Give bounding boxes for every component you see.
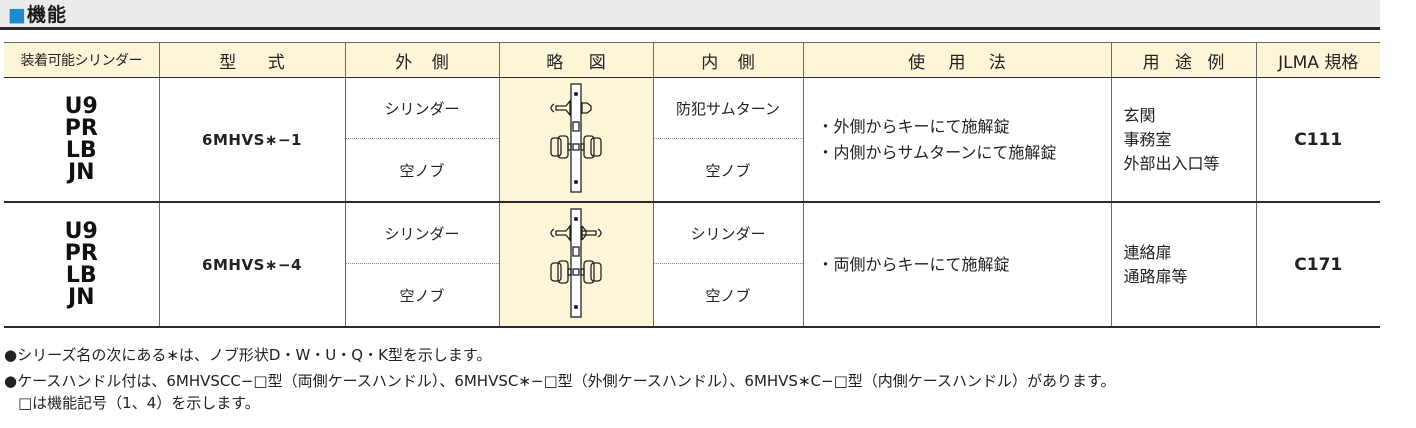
section-title: ■機能 — [8, 4, 67, 26]
outside-bottom-cell: 空ノブ — [345, 263, 500, 328]
header-model: 型 式 — [158, 42, 346, 78]
note-line: ●ケースハンドル付は、6MHVSCC−□型（両側ケースハンドル）、6MHVSC∗… — [4, 372, 1116, 390]
diagram-cell — [498, 202, 654, 328]
header-jlma: JLMA 規格 — [1255, 42, 1380, 78]
outside-top-cell: シリンダー — [344, 202, 500, 264]
diagram-cell — [498, 77, 654, 203]
header-outside: 外 側 — [344, 42, 500, 78]
series-code: U9 — [64, 218, 98, 244]
lock-diagram-icon — [550, 207, 602, 318]
series-code: PR — [64, 240, 98, 266]
usage-line: ・両側からキーにて施解錠 — [817, 254, 1010, 274]
header-usage: 使 用 法 — [802, 42, 1112, 78]
inside-bottom-cell: 空ノブ — [652, 263, 803, 328]
series-code: JN — [67, 284, 95, 310]
usage-cell: ・外側からキーにて施解錠 ・内側からサムターンにて施解錠 — [802, 77, 1112, 203]
note-item: ●ケースハンドル付は、6MHVSCC−□型（両側ケースハンドル）、6MHVSC∗… — [4, 370, 1404, 414]
purpose-cell: 玄関 事務室 外部出入口等 — [1110, 77, 1257, 203]
table-row: U9 PR LB JN 6MHVS∗−4 シリンダー — [4, 202, 1380, 328]
purpose-line: 通路扉等 — [1123, 266, 1188, 286]
notes: ●シリーズ名の次にある∗は、ノブ形状D・W・U・Q・K型を示します。 ●ケースハ… — [4, 344, 1404, 418]
table-row: U9 PR LB JN 6MHVS∗−1 シリンダー — [4, 77, 1380, 203]
series-code: LB — [65, 262, 97, 288]
usage-line: ・外側からキーにて施解錠 — [817, 116, 1010, 136]
outside-bottom-cell: 空ノブ — [345, 138, 500, 203]
header-inside: 内 側 — [652, 42, 804, 78]
outside-top-cell: シリンダー — [344, 77, 500, 139]
table-row: 空ノブ 空ノブ — [4, 263, 1380, 328]
inside-top-cell: シリンダー — [652, 202, 804, 264]
series-code: U9 — [64, 93, 98, 119]
header-diagram: 略 図 — [498, 42, 654, 78]
purpose-line: 事務室 — [1123, 129, 1172, 149]
note-item: ●シリーズ名の次にある∗は、ノブ形状D・W・U・Q・K型を示します。 — [4, 346, 492, 364]
table-row: 空ノブ 空ノブ — [4, 138, 1380, 203]
jlma-cell: C111 — [1255, 77, 1380, 203]
section-title-text: 機能 — [26, 4, 67, 26]
inside-top-cell: 防犯サムターン — [652, 77, 804, 139]
model-cell: 6MHVS∗−1 — [158, 77, 346, 203]
header-cylinder: 装着可能シリンダー — [4, 42, 160, 78]
purpose-line: 玄関 — [1123, 105, 1156, 125]
purpose-line: 外部出入口等 — [1123, 153, 1220, 173]
series-code: JN — [67, 159, 95, 185]
model-cell: 6MHVS∗−4 — [158, 202, 346, 328]
series-code: PR — [64, 115, 98, 141]
usage-cell: ・両側からキーにて施解錠 — [802, 202, 1112, 328]
purpose-line: 連絡扉 — [1123, 242, 1172, 262]
series-cell: U9 PR LB JN — [4, 202, 160, 328]
section-header: ■機能 — [0, 0, 1380, 30]
purpose-cell: 連絡扉 通路扉等 — [1110, 202, 1257, 328]
function-table: 装着可能シリンダー 型 式 外 側 略 図 内 側 使 用 法 用 途 例 JL… — [4, 42, 1380, 328]
usage-line: ・内側からサムターンにて施解錠 — [817, 142, 1057, 162]
table-header-row: 装着可能シリンダー 型 式 外 側 略 図 内 側 使 用 法 用 途 例 JL… — [4, 42, 1380, 78]
lock-diagram-icon — [550, 82, 602, 193]
header-purpose: 用 途 例 — [1110, 42, 1257, 78]
series-cell: U9 PR LB JN — [4, 77, 160, 203]
jlma-cell: C171 — [1255, 202, 1380, 328]
square-bullet-icon: ■ — [8, 4, 27, 26]
note-line: □は機能記号（1、4）を示します。 — [18, 394, 260, 412]
inside-bottom-cell: 空ノブ — [652, 138, 803, 203]
series-code: LB — [65, 137, 97, 163]
